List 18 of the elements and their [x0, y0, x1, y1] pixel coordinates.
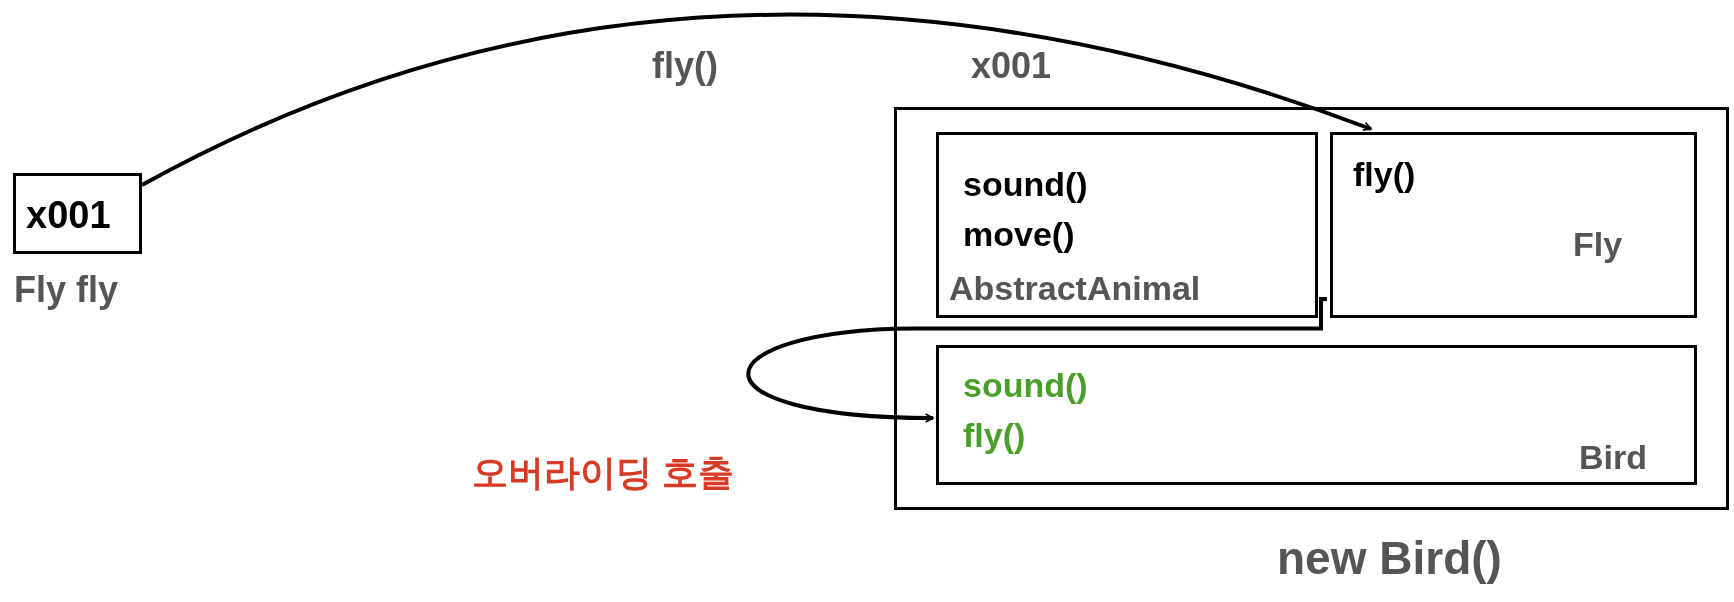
method-text: sound()	[963, 167, 1088, 201]
class-label: AbstractAnimal	[949, 271, 1201, 305]
class-box	[1330, 132, 1697, 318]
method-text: move()	[963, 217, 1075, 251]
method-text: sound()	[963, 368, 1088, 402]
method-text: fly()	[1353, 157, 1416, 191]
class-box	[936, 132, 1318, 318]
class-label: Fly	[1573, 227, 1623, 261]
class-label: Bird	[1579, 440, 1647, 474]
method-text: fly()	[963, 418, 1026, 452]
address-label: x001	[971, 48, 1052, 84]
edge-label: fly()	[652, 48, 718, 84]
note-label: 오버라이딩 호출	[472, 455, 734, 491]
arrow	[141, 13, 1372, 187]
arrow	[746, 297, 1328, 423]
class-box	[936, 345, 1697, 485]
value-text: x001	[26, 196, 111, 234]
variable-label: Fly fly	[14, 272, 119, 308]
